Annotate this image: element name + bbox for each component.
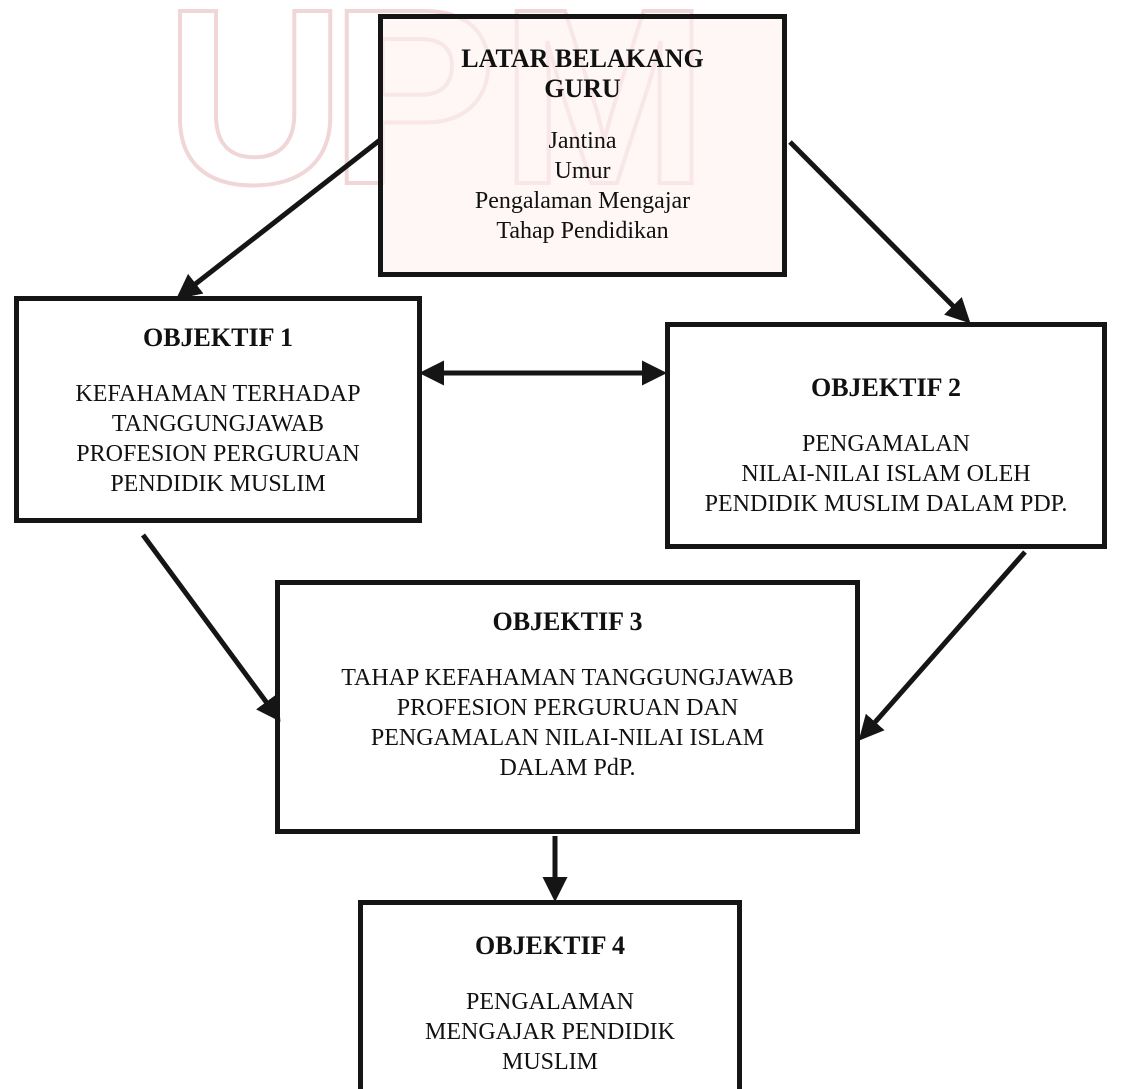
latar-item-tahap: Tahap Pendidikan	[496, 218, 669, 244]
arrow-latar-to-obj1	[176, 138, 382, 300]
objektif-1-line-2: TANGGUNGJAWAB	[111, 411, 325, 437]
latar-title-line-2: GURU	[544, 74, 621, 103]
objektif-4-line-3: MUSLIM	[501, 1049, 598, 1075]
latar-item-pengalaman: Pengalaman Mengajar	[474, 188, 691, 214]
latar-item-jantina: Jantina	[548, 128, 617, 154]
latar-belakang-guru-box: LATAR BELAKANG GURU Jantina Umur Pengala…	[378, 14, 787, 277]
objektif-2-line-1: PENGAMALAN	[802, 431, 970, 457]
objektif-4-line-2: MENGAJAR PENDIDIK	[425, 1019, 675, 1045]
objektif-2-title: OBJEKTIF 2	[810, 373, 961, 402]
objektif-1-line-4: PENDIDIK MUSLIM	[110, 471, 326, 497]
objektif-4-line-1: PENGALAMAN	[466, 989, 634, 1015]
objektif-3-line-4: DALAM PdP.	[499, 755, 636, 781]
objektif-1-line-1: KEFAHAMAN TERHADAP	[75, 381, 361, 407]
objektif-3-box: OBJEKTIF 3 TAHAP KEFAHAMAN TANGGUNGJAWAB…	[275, 580, 860, 834]
latar-title-line-1: LATAR BELAKANG	[461, 44, 704, 73]
objektif-1-box: OBJEKTIF 1 KEFAHAMAN TERHADAP TANGGUNGJA…	[14, 296, 422, 523]
objektif-3-line-1: TAHAP KEFAHAMAN TANGGUNGJAWAB	[341, 665, 794, 691]
objektif-2-box: OBJEKTIF 2 PENGAMALAN NILAI-NILAI ISLAM …	[665, 322, 1107, 549]
objektif-4-title: OBJEKTIF 4	[474, 931, 625, 960]
objektif-3-line-3: PENGAMALAN NILAI-NILAI ISLAM	[370, 725, 765, 751]
objektif-4-box: OBJEKTIF 4 PENGALAMAN MENGAJAR PENDIDIK …	[358, 900, 742, 1089]
arrow-obj2-to-obj3	[858, 550, 1027, 741]
objektif-1-title: OBJEKTIF 1	[142, 323, 293, 352]
latar-item-umur: Umur	[554, 158, 611, 184]
objektif-1-line-3: PROFESION PERGURUAN	[76, 441, 360, 467]
objektif-2-line-2: NILAI-NILAI ISLAM OLEH	[741, 461, 1031, 487]
objektif-3-line-2: PROFESION PERGURUAN DAN	[396, 695, 739, 721]
objektif-2-line-3: PENDIDIK MUSLIM DALAM PDP.	[704, 491, 1068, 517]
arrow-latar-to-obj2	[788, 140, 971, 324]
arrow-obj1-to-obj3	[140, 533, 281, 723]
objektif-3-title: OBJEKTIF 3	[492, 607, 643, 636]
